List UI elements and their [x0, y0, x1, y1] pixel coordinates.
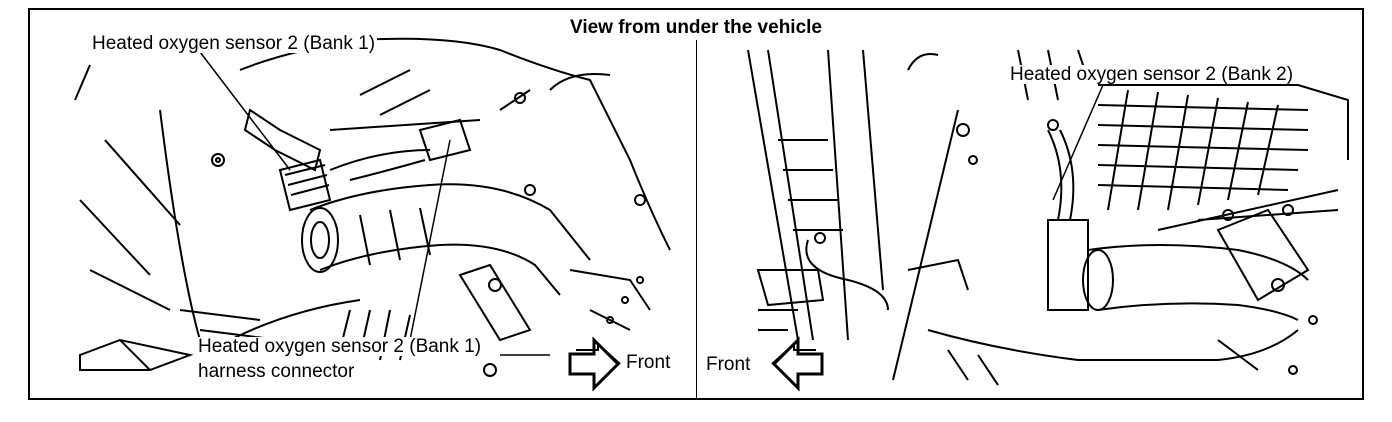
diagram-frame: View from under the vehicle Heated oxyge…	[28, 8, 1364, 400]
label-front-left: Front	[624, 352, 673, 373]
right-view-illustration	[747, 49, 1349, 386]
label-harness-connector-line1: Heated oxygen sensor 2 (Bank 1)	[196, 336, 484, 357]
label-hos2-bank1: Heated oxygen sensor 2 (Bank 1)	[90, 33, 378, 54]
front-arrow-left-icon	[771, 336, 824, 392]
label-hos2-bank2: Heated oxygen sensor 2 (Bank 2)	[1008, 64, 1296, 85]
panel-divider	[696, 40, 697, 398]
diagram-title: View from under the vehicle	[569, 17, 822, 38]
label-front-right: Front	[704, 354, 753, 375]
front-arrow-right-icon	[568, 336, 621, 392]
label-harness-connector-line2: harness connector	[196, 361, 357, 382]
